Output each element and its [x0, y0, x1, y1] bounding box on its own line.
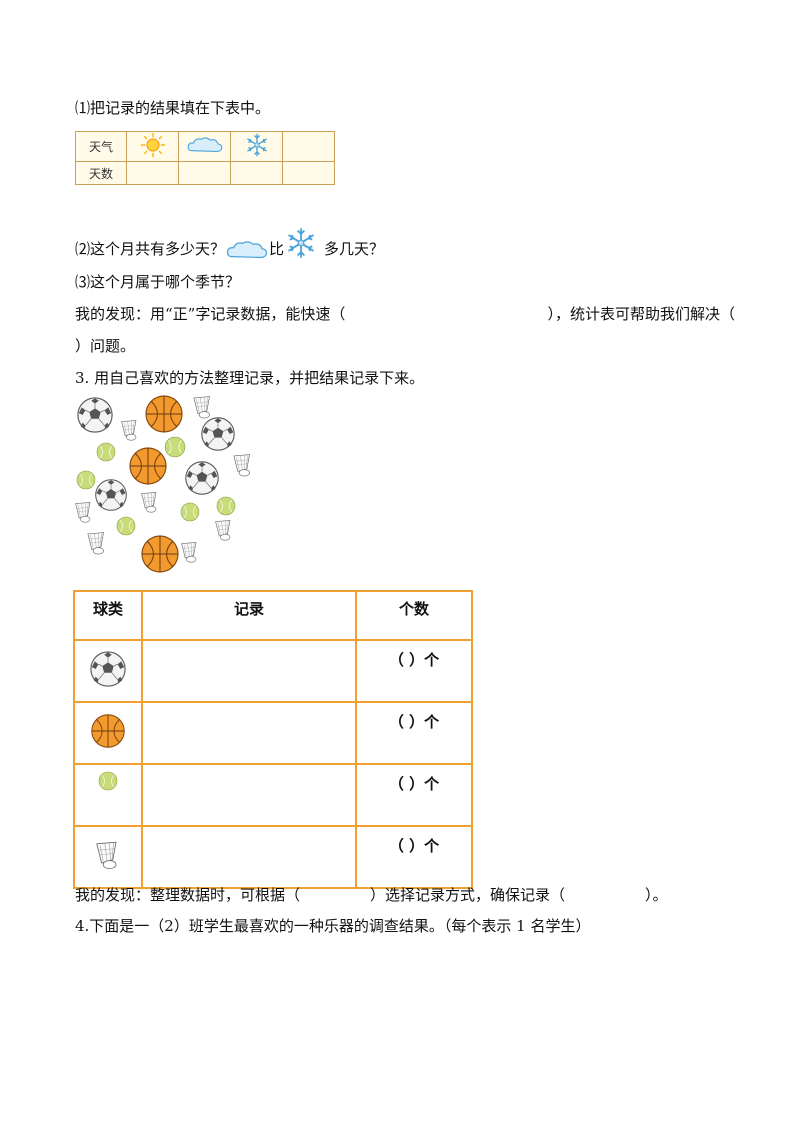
shuttlecock-icon: [193, 396, 210, 419]
cloud-icon: [186, 135, 224, 155]
shuttlecock-icon: [141, 492, 157, 513]
finding-1: 我的发现：用“正”字记录数据，能快速（ ），统计表可帮助我们解决（: [75, 303, 735, 325]
shuttlecock-icon: [121, 420, 137, 441]
count-cell-shuttlecock[interactable]: （ ）个: [355, 825, 473, 889]
count-cell-tennis[interactable]: （ ）个: [355, 763, 473, 827]
cloud-icon: [225, 239, 269, 261]
header-ball-type: 球类: [73, 590, 143, 641]
record-cell-tennis[interactable]: [141, 763, 357, 827]
soccer-ball-icon: [201, 417, 235, 451]
record-cell-shuttlecock[interactable]: [141, 825, 357, 889]
tennis-ball-icon: [76, 470, 96, 490]
shuttlecock-icon: [87, 532, 104, 555]
record-cell-soccer[interactable]: [141, 639, 357, 703]
days-label: 天数: [75, 161, 127, 185]
record-cell-basketball[interactable]: [141, 701, 357, 765]
ball-table: 球类 记录 个数 （ ）个 （ ）个 （ ）个 （ ）个: [73, 590, 473, 889]
days-cell-extra[interactable]: [282, 161, 335, 185]
balls-illustration: [75, 395, 250, 573]
finding-1-cont: ）问题。: [75, 337, 136, 355]
shuttlecock-icon: [92, 837, 124, 873]
basketball-icon: [90, 713, 126, 749]
soccer-ball-icon: [185, 461, 219, 495]
days-cell-sun[interactable]: [126, 161, 179, 185]
sun-icon: [140, 132, 166, 158]
days-cell-cloud[interactable]: [178, 161, 231, 185]
soccer-ball-icon: [95, 479, 127, 511]
tennis-ball-icon: [216, 496, 236, 516]
basketball-icon: [129, 447, 167, 485]
question-2: ⑵这个月共有多少天？比多几天？: [75, 238, 384, 261]
blank-1[interactable]: [345, 303, 547, 325]
shuttlecock-icon: [233, 454, 250, 477]
weather-label: 天气: [75, 131, 127, 162]
snowflake-icon: [244, 132, 270, 158]
basketball-icon: [141, 535, 179, 573]
tennis-ball-icon: [180, 502, 200, 522]
shuttlecock-icon: [181, 542, 197, 563]
question-3: ⑶这个月属于哪个季节？: [75, 273, 241, 291]
soccer-ball-icon: [89, 650, 127, 688]
shuttlecock-icon: [75, 502, 91, 523]
count-cell-soccer[interactable]: （ ）个: [355, 639, 473, 703]
weather-table: 天气 天数: [75, 131, 335, 185]
finding-2: 我的发现：整理数据时，可根据（）选择记录方式，确保记录（）。: [75, 886, 668, 904]
days-cell-snow[interactable]: [230, 161, 283, 185]
task-3-title: 3. 用自己喜欢的方法整理记录，并把结果记录下来。: [75, 369, 425, 387]
task-4: 4.下面是一（2）班学生最喜欢的一种乐器的调查结果。（每个表示 1 名学生）: [75, 917, 591, 935]
tennis-ball-icon: [116, 516, 136, 536]
count-cell-basketball[interactable]: （ ）个: [355, 701, 473, 765]
tennis-ball-icon: [164, 436, 186, 458]
snowflake-icon: [284, 226, 318, 260]
tennis-ball-icon: [96, 442, 116, 462]
header-count: 个数: [355, 590, 473, 641]
basketball-icon: [145, 395, 183, 433]
shuttlecock-icon: [215, 520, 231, 541]
soccer-ball-icon: [77, 397, 113, 433]
question-1: ⑴把记录的结果填在下表中。: [75, 99, 271, 117]
tennis-ball-icon: [98, 771, 118, 791]
header-record: 记录: [141, 590, 357, 641]
